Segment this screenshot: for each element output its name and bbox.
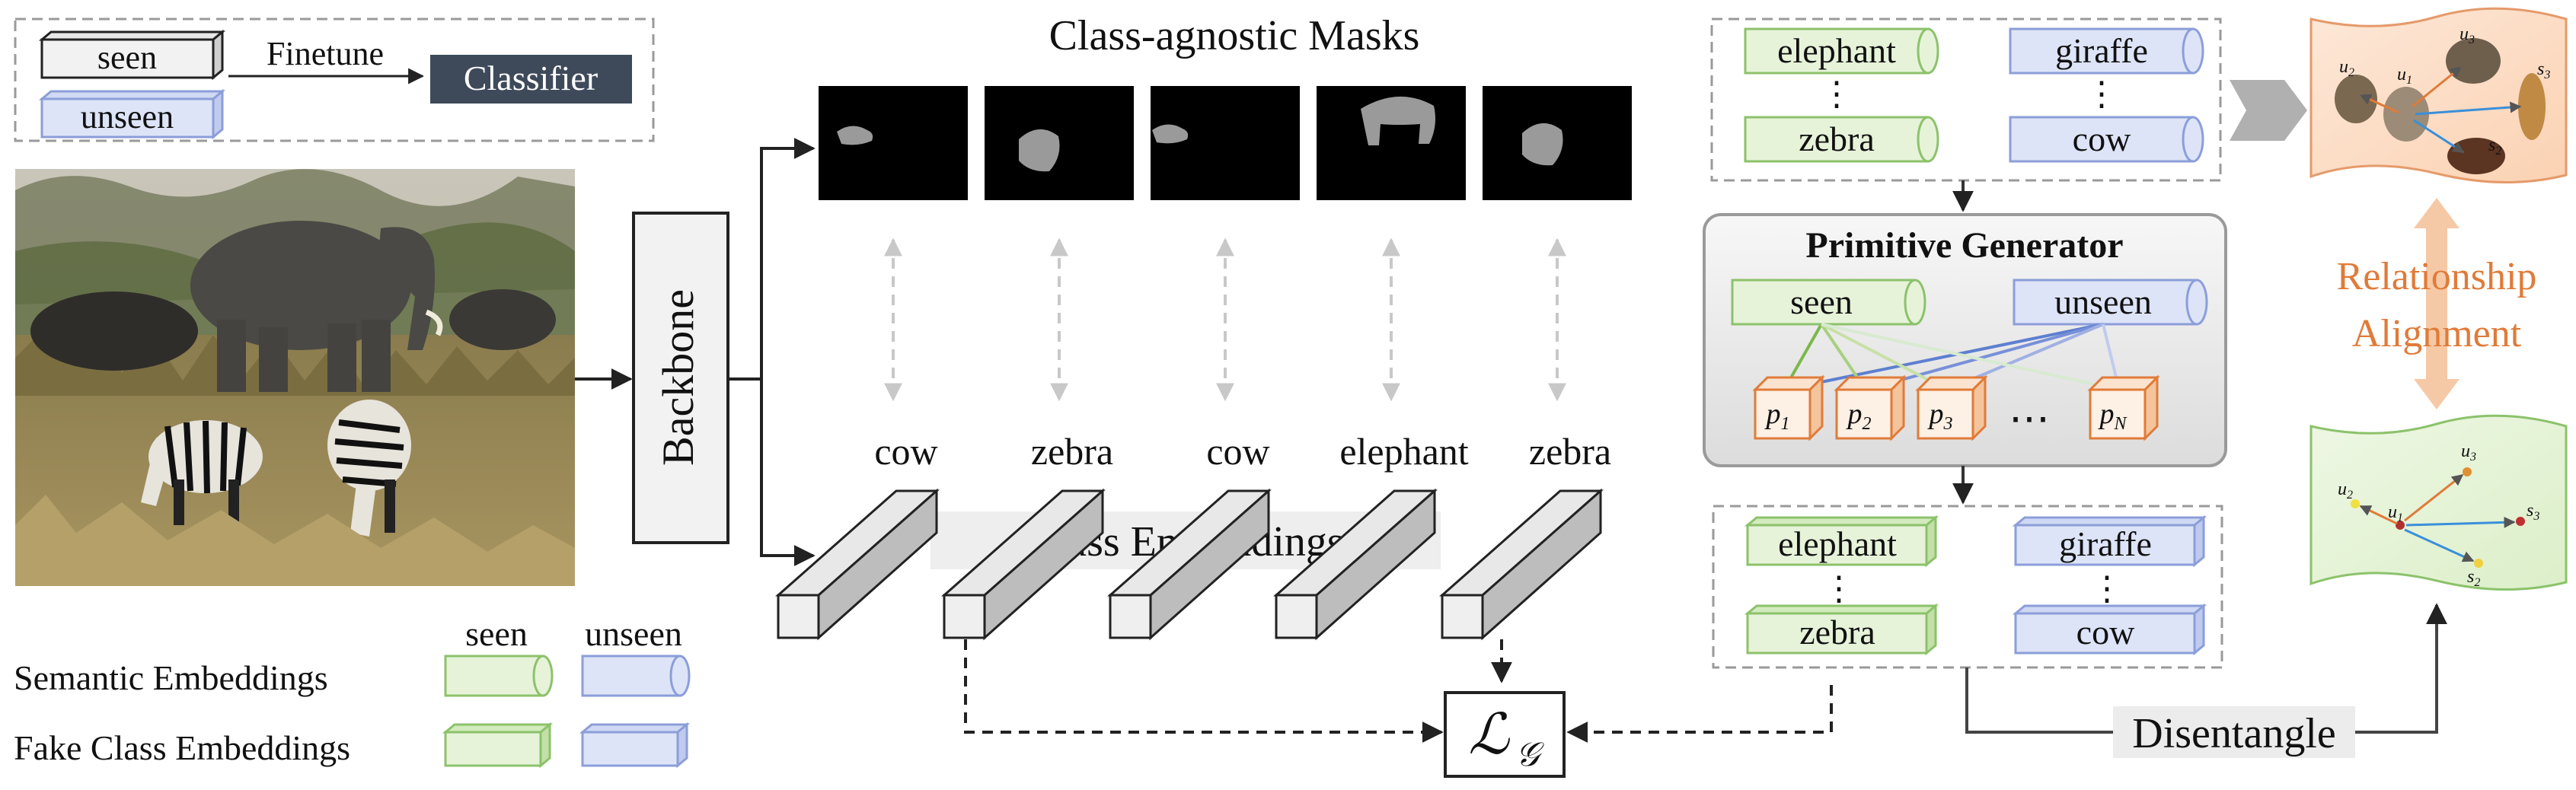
- primitive-cube-2: p2: [1834, 374, 1907, 441]
- legend-semantic-label: Semantic Embeddings: [14, 658, 328, 697]
- fake-seen-label-3: zebra: [1799, 613, 1875, 651]
- class-embedding-bar-1: [775, 488, 940, 641]
- seen-block-icon: [38, 29, 226, 81]
- semantic-unseen-cylinder-1: [2009, 27, 2195, 75]
- animal-icon-u1: [2383, 87, 2429, 142]
- finetune-label: Finetune: [267, 35, 384, 72]
- alignment-line1: Relationship: [2337, 255, 2537, 298]
- primitive-label-3: p3: [1927, 398, 1953, 434]
- loss-symbol: ℒ: [1468, 704, 1510, 766]
- primitive-cube-N: pN: [2087, 374, 2160, 441]
- legend-unseen-header: unseen: [585, 614, 682, 653]
- legend-seen-cylinder-icon: [444, 655, 554, 697]
- finetune-unseen-label: unseen: [81, 98, 174, 135]
- embedding-labels: cow zebra cow elephant zebra: [874, 430, 1611, 473]
- mask-blob-cow: [837, 126, 873, 145]
- green-relation-map: [2309, 414, 2568, 591]
- animal-icon-s3: [2518, 73, 2546, 140]
- legend-unseen-cylinder-icon: [581, 655, 691, 697]
- mask-embedding-links: [884, 237, 1566, 402]
- class-embedding-bar-5: [1439, 488, 1604, 641]
- semantic-unseen-label-3: cow: [2073, 119, 2131, 158]
- primitive-cube-3: p3: [1915, 374, 1988, 441]
- disentangle-highlight: [2113, 706, 2355, 758]
- disentangle-label: Disentangle: [2132, 710, 2335, 757]
- generator-unseen-cylinder: [2013, 279, 2208, 326]
- classifier-label: Classifier: [464, 59, 598, 97]
- masks-group: [819, 86, 1632, 200]
- loss-dashed-links: [964, 639, 1833, 743]
- loss-box: [1444, 691, 1566, 778]
- embedding-label-5: zebra: [1529, 430, 1611, 473]
- zebra-left-silhouette: [141, 420, 263, 525]
- classifier-box: [430, 55, 632, 104]
- primitive-generator-title: Primitive Generator: [1805, 225, 2123, 266]
- finetune-seen-label: seen: [97, 39, 157, 76]
- fake-seen-block-1: [1746, 524, 1928, 566]
- primitive-links: [1783, 323, 2121, 391]
- primitives-ellipsis: ⋯: [2009, 396, 2050, 441]
- class-embedding-bar-4: [1273, 488, 1438, 641]
- fake-embeddings-list: elephant ⋮ zebra giraffe ⋮ cow: [1744, 514, 2207, 656]
- masks-title: Class-agnostic Masks: [1049, 12, 1420, 59]
- backbone-label: Backbone: [653, 289, 703, 466]
- primitive-cube-1: p1: [1752, 374, 1825, 441]
- class-embedding-bars: [775, 488, 1604, 641]
- embedding-label-3: cow: [1206, 430, 1269, 473]
- input-image: [15, 169, 575, 586]
- unseen-block-icon: [38, 88, 226, 140]
- mask-cow-1: [819, 86, 968, 200]
- fake-seen-label-1: elephant: [1778, 524, 1897, 563]
- mask-blob-cow: [1152, 124, 1189, 144]
- semantic-embeddings-box: [1710, 18, 2222, 182]
- legend-seen-block-icon: [442, 722, 554, 769]
- class-embedding-bar-2: [941, 488, 1106, 641]
- fake-unseen-label-3: cow: [2076, 613, 2135, 651]
- fake-seen-ellipsis: ⋮: [1822, 570, 1856, 607]
- semantic-seen-ellipsis: ⋮: [1820, 75, 1853, 113]
- alignment-double-arrow: [2414, 198, 2459, 409]
- chevron-arrow-icon: [2230, 80, 2307, 141]
- legend-seen-header: seen: [465, 614, 528, 653]
- fake-unseen-label-1: giraffe: [2059, 524, 2152, 563]
- embedding-label-2: zebra: [1031, 430, 1113, 473]
- semantic-seen-label-3: zebra: [1799, 119, 1875, 158]
- backbone-box: [632, 212, 729, 544]
- embedding-label-1: cow: [874, 430, 937, 473]
- semantic-unseen-label-1: giraffe: [2055, 31, 2148, 70]
- mask-blob-zebra: [1019, 129, 1060, 172]
- generator-unseen-label: unseen: [2054, 282, 2152, 321]
- mask-blob-zebra: [1522, 123, 1563, 166]
- fake-unseen-block-3: [2014, 612, 2196, 655]
- animal-icon-u2: [2335, 75, 2377, 123]
- backbone-output-arrows: [728, 138, 816, 566]
- mask-cow-3: [1151, 86, 1300, 200]
- embedding-label-4: elephant: [1339, 430, 1468, 473]
- orange-relation-map: [2309, 7, 2568, 183]
- semantic-embeddings-list: elephant ⋮ zebra giraffe ⋮ cow: [1744, 27, 2204, 163]
- class-embedding-bar-3: [1107, 488, 1272, 641]
- fake-unseen-block-1: [2014, 524, 2196, 566]
- embedding-legend: seen unseen Semantic Embeddings Fake Cla…: [14, 614, 691, 769]
- legend-fake-label: Fake Class Embeddings: [14, 728, 350, 767]
- legend-unseen-block-icon: [579, 722, 691, 769]
- semantic-unseen-ellipsis: ⋮: [2085, 75, 2118, 113]
- elephant-silhouette: [190, 221, 443, 392]
- semantic-seen-label-1: elephant: [1777, 31, 1896, 70]
- fake-unseen-ellipsis: ⋮: [2090, 570, 2124, 607]
- zebra-right-silhouette: [327, 400, 411, 537]
- finetune-legend: seen unseen Finetune Classifier: [14, 18, 655, 142]
- generator-seen-label: seen: [1790, 282, 1853, 321]
- alignment-line2: Alignment: [2352, 312, 2522, 355]
- semantic-seen-cylinder-1: [1744, 27, 1930, 75]
- mask-blob-elephant: [1361, 96, 1435, 145]
- fake-seen-block-3: [1746, 612, 1928, 655]
- finetune-legend-border: [14, 18, 655, 142]
